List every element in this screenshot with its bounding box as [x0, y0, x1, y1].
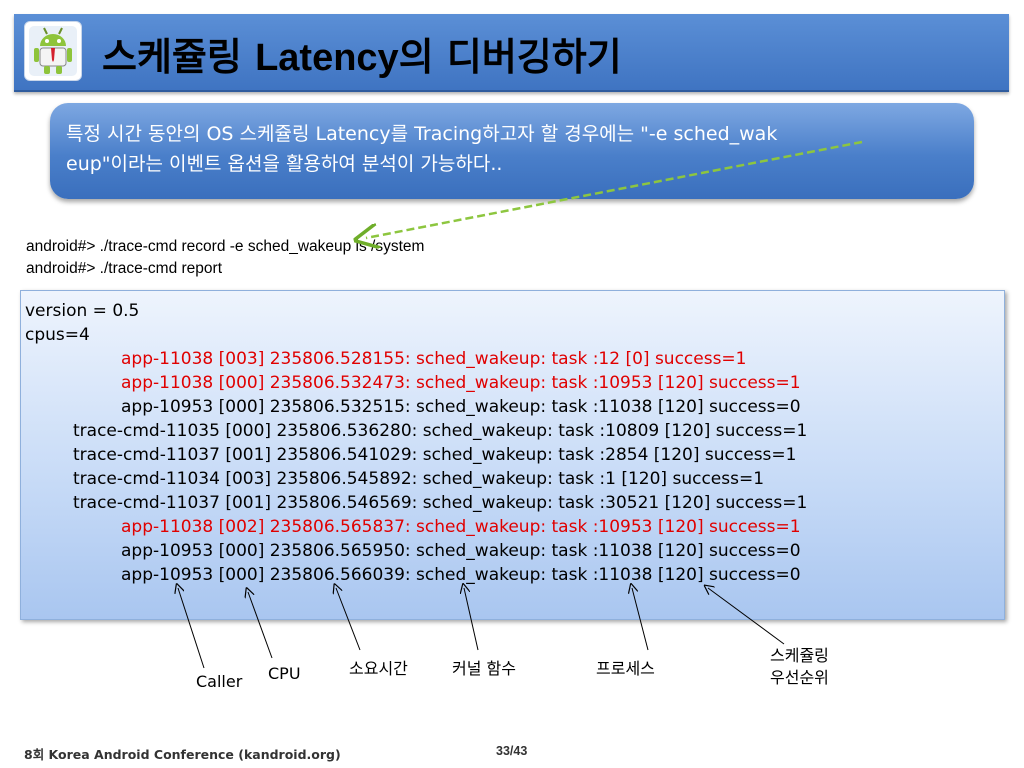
trace-line: app-11038 [003] 235806.528155: sched_wak…	[121, 349, 747, 369]
callout-line-1: 특정 시간 동안의 OS 스케쥴링 Latency를 Tracing하고자 할 …	[66, 123, 778, 145]
label-priority-line-2: 우선순위	[770, 668, 829, 687]
label-scheduling-priority: 스케쥴링 우선순위	[770, 645, 829, 689]
title-bar: 스케쥴링 Latency의 디버깅하기	[14, 14, 1009, 92]
title-latin: Latency	[255, 37, 399, 79]
label-process: 프로세스	[596, 659, 655, 678]
label-elapsed-time: 소요시간	[349, 659, 408, 678]
callout-text: 특정 시간 동안의 OS 스케쥴링 Latency를 Tracing하고자 할 …	[66, 119, 966, 179]
footer-page-number: 33/43	[496, 744, 528, 758]
android-robot-logo	[24, 21, 82, 81]
trace-cpus-line: cpus=4	[25, 325, 90, 345]
label-kernel-function: 커널 함수	[452, 659, 516, 678]
callout-box: 특정 시간 동안의 OS 스케쥴링 Latency를 Tracing하고자 할 …	[50, 103, 974, 199]
trace-line: app-10953 [000] 235806.566039: sched_wak…	[121, 565, 801, 585]
trace-line: app-11038 [000] 235806.532473: sched_wak…	[121, 373, 801, 393]
trace-output-box: version = 0.5 cpus=4 app-11038 [003] 235…	[20, 290, 1005, 620]
trace-line: app-10953 [000] 235806.565950: sched_wak…	[121, 541, 801, 561]
footer-conference: 8회 Korea Android Conference (kandroid.or…	[24, 747, 341, 762]
label-cpu: CPU	[268, 664, 301, 683]
trace-line: app-11038 [002] 235806.565837: sched_wak…	[121, 517, 801, 537]
command-line-report: android#> ./trace-cmd report	[26, 260, 222, 277]
callout-line-2: eup"이라는 이벤트 옵션을 활용하여 분석이 가능하다..	[66, 153, 503, 175]
trace-line: trace-cmd-11035 [000] 235806.536280: sch…	[73, 421, 808, 441]
trace-line: trace-cmd-11037 [001] 235806.546569: sch…	[73, 493, 808, 513]
trace-line: app-10953 [000] 235806.532515: sched_wak…	[121, 397, 801, 417]
title-suffix: 의 디버깅하기	[398, 35, 622, 79]
command-lines: android#> ./trace-cmd record -e sched_wa…	[26, 236, 424, 280]
trace-version-line: version = 0.5	[25, 301, 140, 321]
command-line-record: android#> ./trace-cmd record -e sched_wa…	[26, 238, 425, 255]
trace-line: trace-cmd-11034 [003] 235806.545892: sch…	[73, 469, 765, 489]
trace-line: trace-cmd-11037 [001] 235806.541029: sch…	[73, 445, 797, 465]
label-priority-line-1: 스케쥴링	[770, 646, 829, 665]
page-title: 스케쥴링 Latency의 디버깅하기	[102, 26, 622, 81]
title-prefix: 스케쥴링	[102, 35, 256, 79]
label-caller: Caller	[196, 672, 243, 691]
